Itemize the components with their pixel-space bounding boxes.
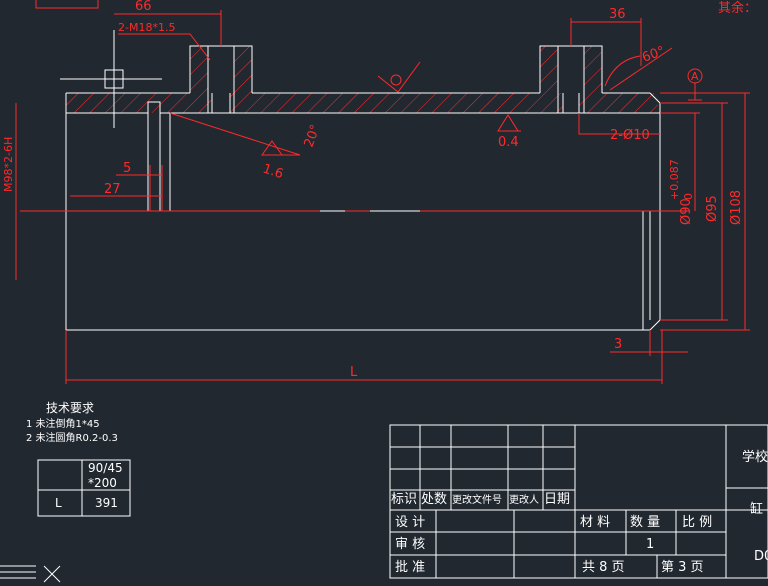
param-header-bottom: *200 [88, 476, 117, 490]
dim-36: 36 [609, 7, 626, 22]
dim-dia-90: Ø90 [679, 198, 694, 225]
param-header-top: 90/45 [88, 461, 123, 475]
title-block-grid [389, 424, 768, 579]
tech-req-title: 技术要求 [46, 401, 94, 415]
rev-col-mark: 标识 [391, 492, 417, 507]
dim-66: 66 [135, 0, 152, 14]
tb-quantity-value: 1 [646, 537, 654, 552]
roughness-legend-partial [35, 0, 99, 9]
dim-dia-108: Ø108 [729, 190, 744, 225]
tech-req-item-2: 2 未注圆角R0.2-0.3 [26, 431, 118, 444]
dim-27: 27 [104, 182, 121, 197]
tb-quantity: 数 量 [630, 515, 660, 530]
dim-5: 5 [123, 161, 131, 176]
dim-angle-20: 20° [302, 123, 324, 150]
ucs-axis-icon [0, 565, 61, 583]
roughness-0-4: 0.4 [498, 135, 519, 150]
dim-thread-m18: 2-M18*1.5 [118, 21, 175, 34]
rev-col-count: 处数 [421, 492, 447, 507]
dimension-lines [15, 10, 750, 384]
rev-col-person: 更改人 [509, 493, 539, 506]
rev-col-date: 日期 [544, 492, 570, 507]
tb-approve: 批 准 [395, 560, 425, 575]
dim-thread-m98: M98*2-6H [2, 137, 15, 192]
cylinder-body [20, 45, 690, 331]
dim-angle-60: 60° [640, 44, 667, 66]
tb-drawing-code: D0 [754, 549, 768, 564]
tb-design: 设 计 [395, 515, 425, 530]
tb-school: 学校 [742, 449, 768, 465]
parameter-table [37, 459, 131, 517]
tb-scale: 比 例 [682, 515, 712, 530]
tb-material: 材 料 [580, 515, 610, 530]
param-row-label: L [55, 496, 62, 510]
tb-page-no: 第 3 页 [661, 560, 704, 575]
dim-L: L [350, 365, 358, 380]
dim-3: 3 [614, 337, 622, 352]
roughness-1-6: 1.6 [261, 162, 285, 183]
other-surfaces-note: 其余： [718, 0, 757, 16]
tb-review: 审 核 [395, 537, 425, 552]
param-row-value: 391 [95, 496, 118, 510]
tb-part-name: 缸 [750, 501, 763, 517]
datum-a-label: A [691, 70, 699, 83]
tolerance-lower: 0 [682, 193, 695, 200]
dim-dia-95: Ø95 [705, 195, 720, 222]
cad-crosshair-cursor [60, 30, 162, 128]
dim-hole-010: 2-Ø10 [610, 128, 650, 143]
tolerance-upper: +0.087 [668, 159, 681, 200]
tech-req-item-1: 1 未注倒角1*45 [26, 417, 100, 430]
rev-col-doc: 更改文件号 [452, 493, 502, 506]
tb-total-pages: 共 8 页 [582, 560, 625, 575]
